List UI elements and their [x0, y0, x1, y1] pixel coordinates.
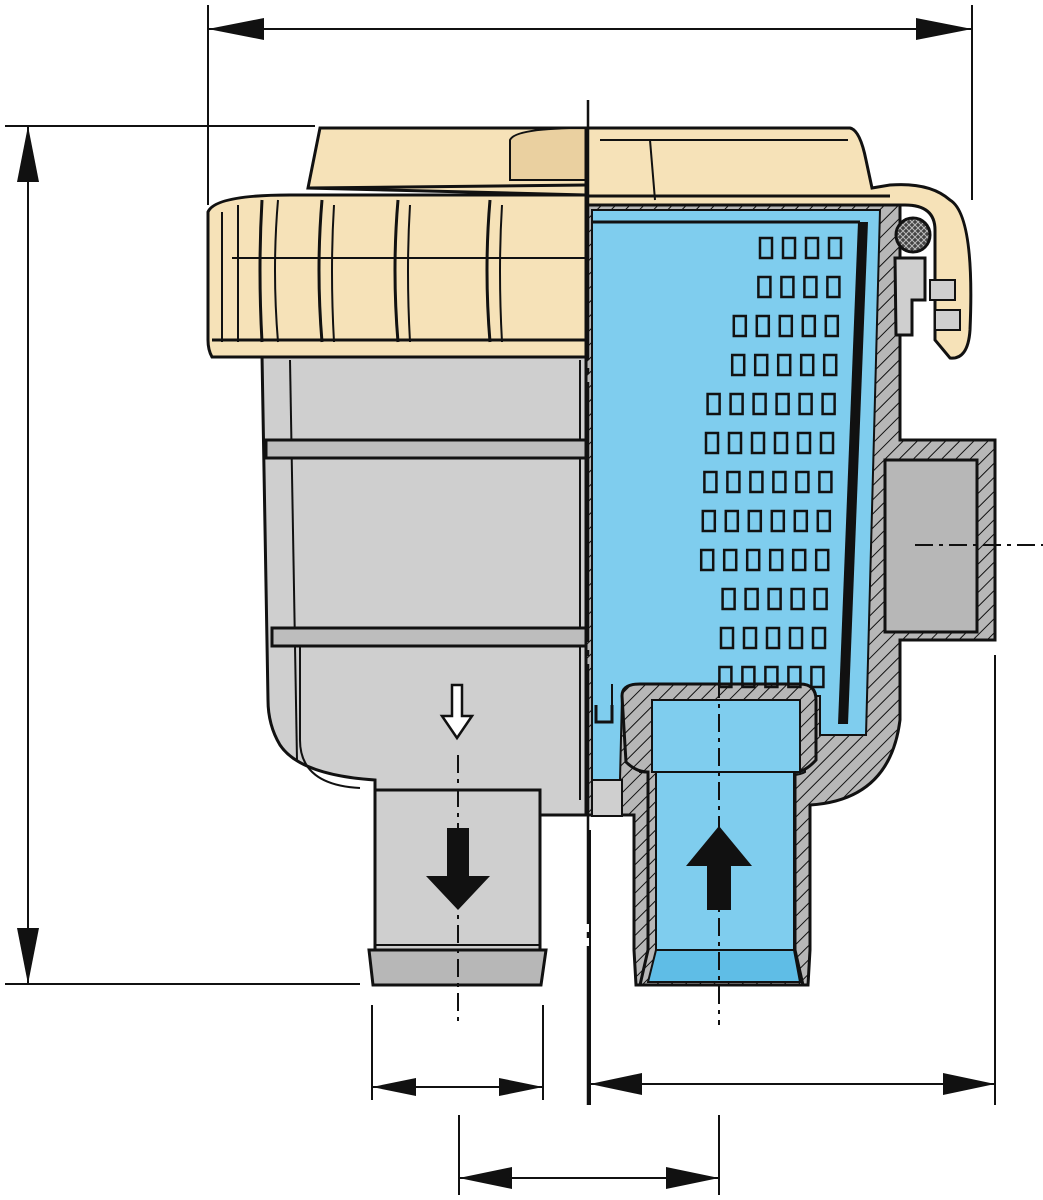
perforation-hole [744, 587, 759, 611]
perforation-hole [703, 470, 718, 494]
perforation-hole [727, 431, 743, 455]
perforation-hole [781, 236, 797, 260]
perforation-hole [827, 236, 843, 260]
perforation-hole [778, 314, 794, 338]
dimension-inlet-to-side [589, 655, 996, 1105]
dimension-lines [5, 5, 996, 1195]
housing-exterior [260, 353, 588, 987]
perforation-hole [787, 665, 802, 689]
perforation-hole [773, 431, 789, 455]
perforation-hole [814, 548, 830, 572]
perforation-hole [822, 353, 838, 377]
perforation-hole [699, 548, 715, 572]
perforation-hole [706, 392, 721, 416]
perforation-hole [729, 392, 744, 416]
perforation-hole [704, 431, 720, 455]
housing-cutaway [584, 126, 997, 987]
perforation-hole [788, 626, 804, 650]
perforation-hole [813, 587, 828, 611]
perforation-hole [801, 314, 817, 338]
perforation-hole [752, 392, 767, 416]
perforation-hole [722, 548, 738, 572]
perforation-hole [749, 470, 764, 494]
perforation-hole [742, 626, 758, 650]
perforation-hole [795, 470, 810, 494]
perforation-hole [799, 353, 815, 377]
perforation-hole [791, 548, 807, 572]
dimension-overall-width [207, 5, 973, 205]
arrow-down-hollow-icon [439, 683, 475, 741]
perforation-hole [753, 353, 769, 377]
perforation-hole [726, 470, 741, 494]
perforation-hole [790, 587, 805, 611]
perforation-hole [764, 665, 779, 689]
perforation-hole [775, 392, 790, 416]
perforation-hole [730, 353, 746, 377]
perforation-hole [718, 665, 733, 689]
dimension-port-spacing [458, 1115, 720, 1195]
seal-ring [893, 216, 961, 337]
perforation-hole [721, 587, 736, 611]
dimension-overall-height [5, 125, 360, 985]
perforation-hole [757, 275, 772, 299]
perforation-hole [772, 470, 787, 494]
perforation-hole [803, 275, 818, 299]
perforation-hole [745, 548, 761, 572]
perforation-hole [780, 275, 795, 299]
perforation-hole [750, 431, 766, 455]
perforation-hole [758, 236, 774, 260]
perforation-hole [741, 665, 756, 689]
perforation-hole [816, 509, 832, 533]
perforation-hole [821, 392, 836, 416]
bowl-rings [264, 438, 588, 789]
perforation-hole [798, 392, 813, 416]
perforation-hole [776, 353, 792, 377]
perforation-hole [767, 587, 782, 611]
perforation-hole [747, 509, 763, 533]
perforation-hole [811, 626, 827, 650]
perforation-hole [770, 509, 786, 533]
perforation-hole [826, 275, 841, 299]
perforation-hole [768, 548, 784, 572]
perforation-hole [701, 509, 717, 533]
strainer-perforations [699, 236, 843, 689]
lid-exterior [206, 126, 588, 359]
perforation-hole [793, 509, 809, 533]
perforation-hole [804, 236, 820, 260]
dimension-outlet-diameter [371, 1005, 544, 1100]
perforation-hole [719, 626, 735, 650]
perforation-hole [796, 431, 812, 455]
perforation-hole [732, 314, 748, 338]
perforation-hole [824, 314, 840, 338]
perforation-hole [755, 314, 771, 338]
center-lines [457, 100, 1043, 1105]
perforation-hole [724, 509, 740, 533]
perforation-hole [818, 470, 833, 494]
perforation-hole [819, 431, 835, 455]
perforation-hole [765, 626, 781, 650]
perforation-hole [810, 665, 825, 689]
lid-grip-ribs [212, 199, 586, 343]
